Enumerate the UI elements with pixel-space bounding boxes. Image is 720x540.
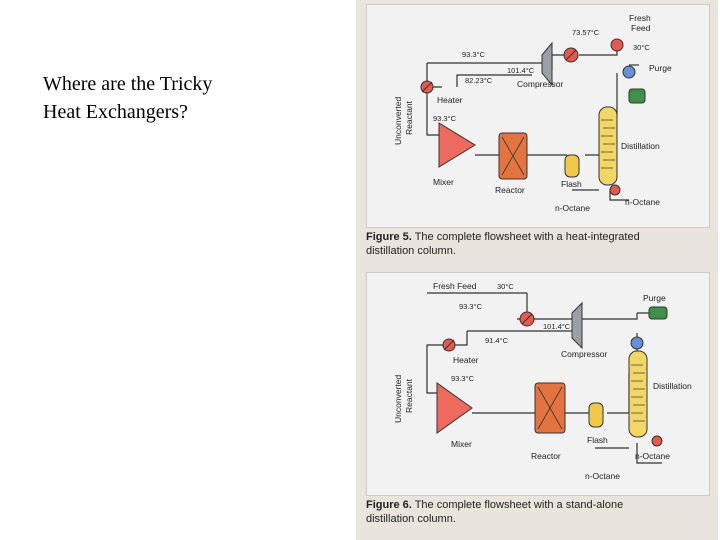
figure6-flowsheet: Fresh Feed 30°C 93.3°C 101.4°C 91.4°C Co…	[366, 272, 710, 496]
figure5-caption: Figure 5. The complete flowsheet with a …	[366, 230, 640, 258]
figure5-label-noctane-2: n-Octane	[555, 203, 590, 213]
figure6-label-flash: Flash	[587, 435, 608, 445]
figure5-label-temp-1014: 101.4°C	[507, 66, 535, 75]
figure6-label-unconverted: Unconverted	[393, 375, 403, 423]
svg-text:Feed: Feed	[631, 23, 651, 33]
figure5-distillation-column	[598, 106, 618, 186]
figure6-label-compressor: Compressor	[561, 349, 607, 359]
figure6-label-distillation: Distillation	[653, 381, 692, 391]
figure5-label-reactor: Reactor	[495, 185, 525, 195]
figure5-label-fresh-feed: Fresh	[629, 13, 651, 23]
figure5-label-compressor: Compressor	[517, 79, 563, 89]
figure5-mixer	[438, 122, 476, 168]
figure5-label-heater: Heater	[437, 95, 463, 105]
figure6-label-mixer: Mixer	[451, 439, 472, 449]
figure5-label-noctane-1: n-Octane	[625, 197, 660, 207]
figure5-caption-text-1: The complete flowsheet with a heat-integ…	[414, 231, 640, 243]
figure6-label-noctane-2: n-Octane	[585, 471, 620, 481]
figure5-flash	[564, 154, 580, 178]
figure6-flash	[588, 402, 604, 428]
figure5-label-temp-8223: 82.23°C	[465, 76, 493, 85]
figure5-label-reactant: Reactant	[404, 100, 414, 135]
slide-title-line-2: Heat Exchangers?	[43, 101, 188, 123]
figure6-label-reactant: Reactant	[404, 378, 414, 413]
figure5-label-temp-feed: 73.57°C	[572, 28, 600, 37]
figure5-caption-label: Figure 5.	[366, 231, 412, 243]
scanned-page: Fresh Feed 73.57°C 30°C 93.3°C 101.4°C 8…	[356, 0, 718, 540]
figure5-product-cooler	[609, 184, 621, 196]
slide-title-line-1: Where are the Tricky	[43, 73, 213, 95]
figure6-label-temp-30: 30°C	[497, 282, 514, 291]
figure6-label-temp-933-top: 93.3°C	[459, 302, 483, 311]
figure5-caption-text-2: distillation column.	[366, 245, 456, 257]
figure5-cooler	[622, 65, 636, 79]
figure5-label-distillation: Distillation	[621, 141, 660, 151]
figure6-label-purge: Purge	[643, 293, 666, 303]
figure6-caption-text-1: The complete flowsheet with a stand-alon…	[414, 499, 624, 511]
figure6-label-temp-1014: 101.4°C	[543, 322, 571, 331]
figure6-label-temp-933-mid: 93.3°C	[451, 374, 475, 383]
figure5-purge-drum	[628, 88, 646, 104]
figure6-label-noctane-1: n-Octane	[635, 451, 670, 461]
figure6-cooler	[630, 336, 644, 350]
figure5-heat-exchanger-2	[610, 38, 624, 52]
figure6-product-cooler	[651, 435, 663, 447]
figure6-distillation-column	[628, 350, 648, 438]
figure5-diagram: Fresh Feed 73.57°C 30°C 93.3°C 101.4°C 8…	[393, 13, 672, 213]
figure6-purge-drum	[648, 306, 668, 320]
slide-title: Where are the Tricky Heat Exchangers?	[43, 70, 212, 126]
figure6-caption-label: Figure 6.	[366, 499, 412, 511]
figure6-label-fresh-feed: Fresh Feed	[433, 281, 477, 291]
figure5-label-flash: Flash	[561, 179, 582, 189]
figure6-label-temp-914: 91.4°C	[485, 336, 509, 345]
figure5-label-mixer: Mixer	[433, 177, 454, 187]
figure6-diagram: Fresh Feed 30°C 93.3°C 101.4°C 91.4°C Co…	[393, 281, 692, 481]
figure6-label-heater: Heater	[453, 355, 479, 365]
figure6-label-reactor: Reactor	[531, 451, 561, 461]
figure6-compressor	[571, 301, 583, 350]
figure5-compressor	[541, 41, 553, 87]
figure6-caption: Figure 6. The complete flowsheet with a …	[366, 498, 623, 526]
figure5-label-temp-933-top: 93.3°C	[462, 50, 486, 59]
figure5-flowsheet: Fresh Feed 73.57°C 30°C 93.3°C 101.4°C 8…	[366, 4, 710, 228]
figure5-label-temp-30: 30°C	[633, 43, 650, 52]
figure5-label-purge: Purge	[649, 63, 672, 73]
figure6-caption-text-2: distillation column.	[366, 513, 456, 525]
figure5-label-temp-933-mid: 93.3°C	[433, 114, 457, 123]
figure5-label-unconverted: Unconverted	[393, 97, 403, 145]
figure6-mixer	[436, 382, 473, 434]
